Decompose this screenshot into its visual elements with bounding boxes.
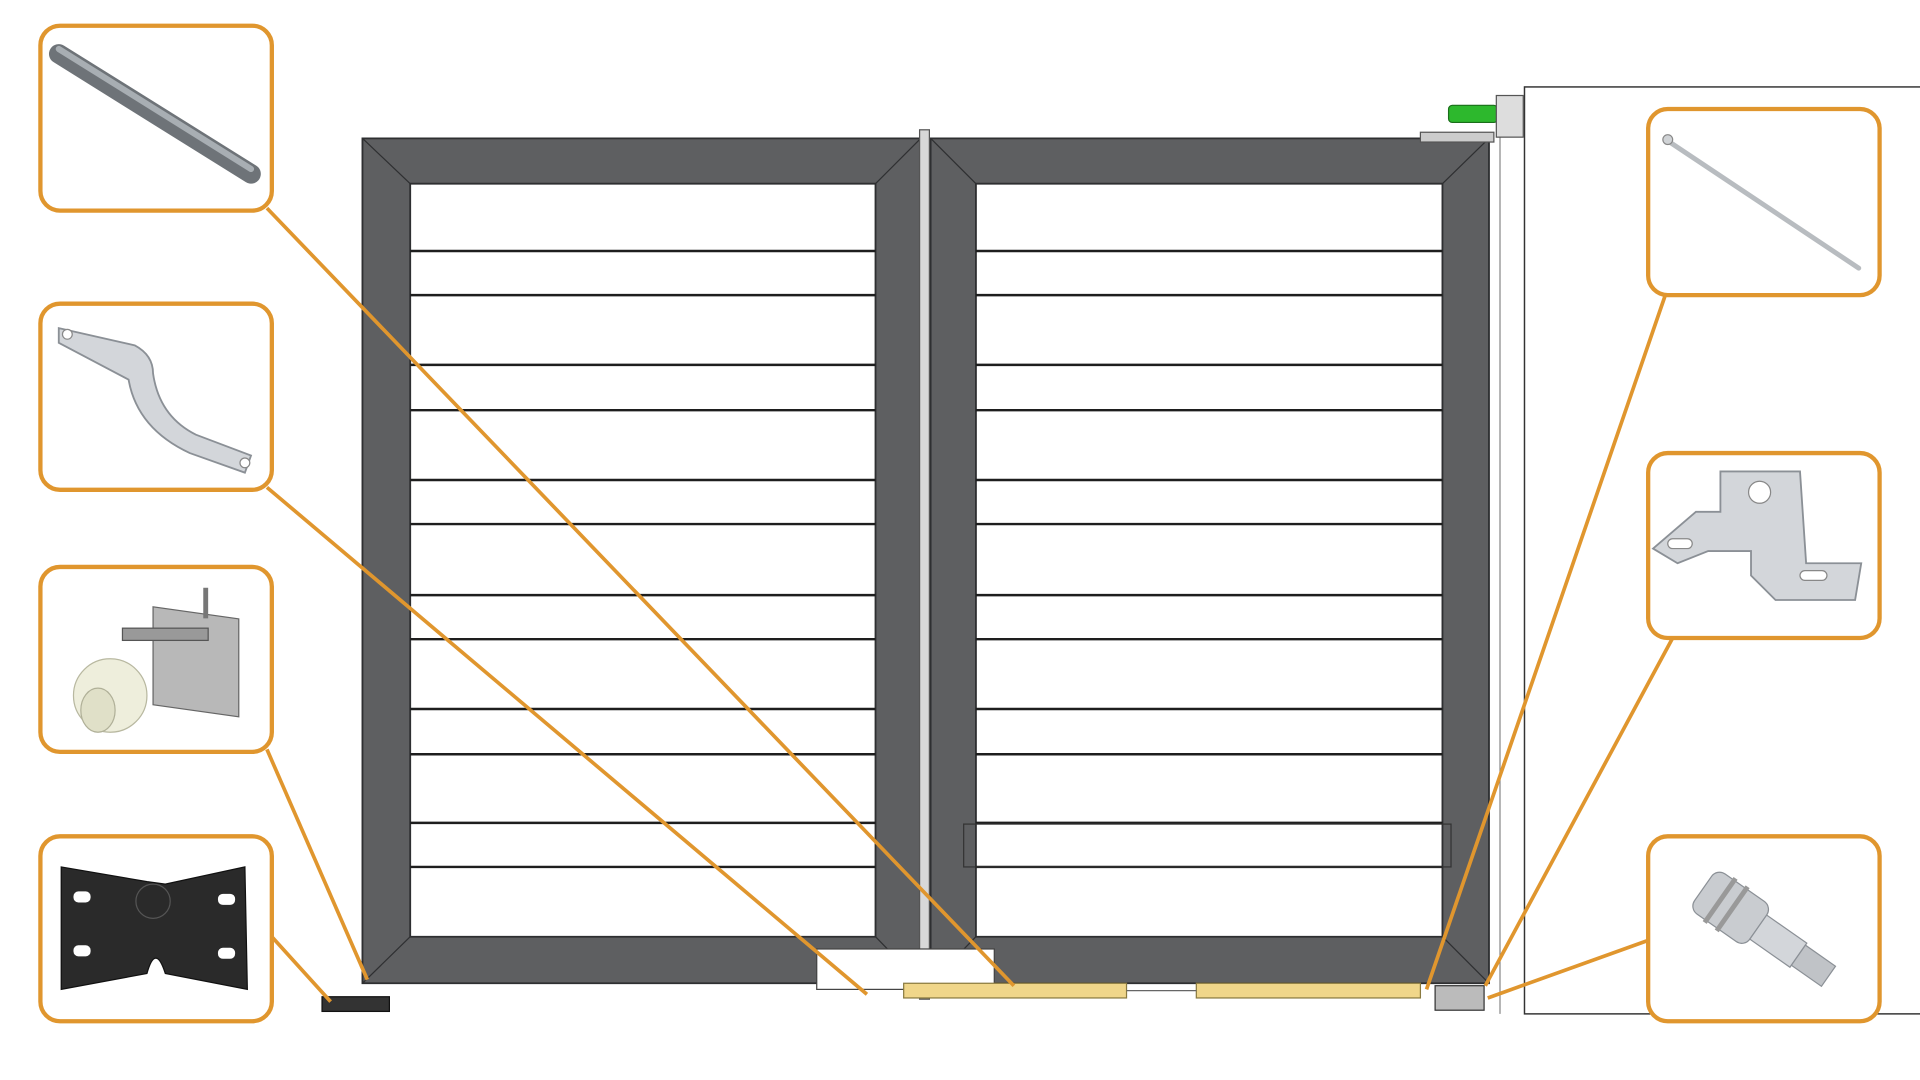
left-gate-leaf bbox=[361, 137, 922, 985]
z-bracket-icon bbox=[1651, 470, 1863, 601]
gate-stopper-icon bbox=[72, 587, 240, 733]
rubber-plate-icon bbox=[60, 866, 248, 991]
leader-plate bbox=[270, 935, 332, 1003]
leader-pipe bbox=[265, 206, 1016, 987]
ground-plate bbox=[321, 996, 390, 1013]
track-bar-right bbox=[1195, 982, 1422, 999]
rod-icon bbox=[1662, 134, 1862, 271]
threaded-pin-icon bbox=[1692, 871, 1837, 988]
leader-bracket bbox=[265, 485, 869, 996]
leader-pin bbox=[1487, 938, 1649, 1000]
right-hinge-base bbox=[1434, 985, 1485, 1011]
curved-arm-bracket-icon bbox=[57, 327, 253, 474]
center-hinge-bar bbox=[918, 129, 930, 1000]
leader-rod bbox=[1424, 294, 1668, 990]
leader-lines bbox=[265, 206, 1675, 1003]
leader-stopper bbox=[265, 748, 370, 981]
leader-z-bracket bbox=[1483, 637, 1675, 987]
pipe-icon bbox=[48, 44, 261, 184]
right-gate-leaf bbox=[929, 137, 1490, 985]
motor-unit bbox=[1419, 94, 1524, 143]
track-bar-left bbox=[903, 982, 1128, 999]
